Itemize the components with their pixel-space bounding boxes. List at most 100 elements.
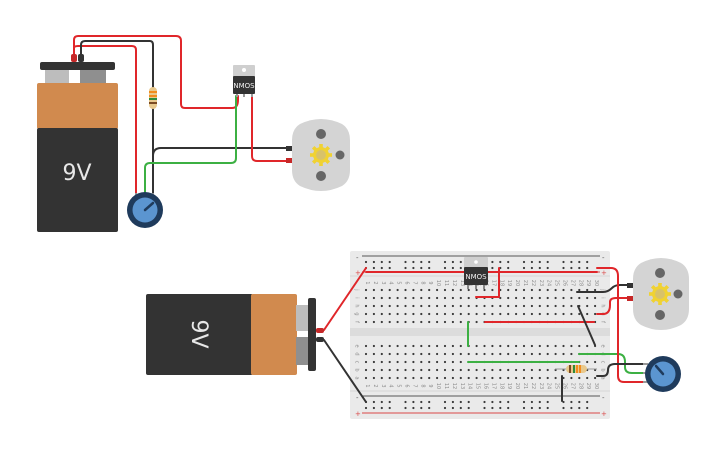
breadboard-hole[interactable]	[546, 260, 549, 264]
breadboard-hole[interactable]	[538, 288, 541, 292]
breadboard-hole[interactable]	[530, 376, 534, 380]
breadboard-hole[interactable]	[475, 344, 478, 348]
breadboard-hole[interactable]	[428, 320, 431, 324]
breadboard-hole[interactable]	[522, 376, 526, 380]
breadboard-hole[interactable]	[530, 406, 534, 410]
breadboard-hole[interactable]	[578, 296, 581, 300]
breadboard-hole[interactable]	[396, 360, 399, 364]
breadboard-hole[interactable]	[530, 260, 534, 264]
breadboard-hole[interactable]	[538, 312, 541, 316]
breadboard-hole[interactable]	[396, 304, 399, 308]
breadboard-hole[interactable]	[451, 312, 454, 316]
breadboard-hole[interactable]	[538, 352, 541, 356]
breadboard-hole[interactable]	[507, 312, 510, 316]
breadboard-hole[interactable]	[538, 266, 541, 270]
wire-black-diagonal[interactable]	[577, 305, 596, 346]
breadboard-hole[interactable]	[594, 360, 597, 364]
breadboard-hole[interactable]	[562, 304, 565, 308]
breadboard-hole[interactable]	[570, 288, 573, 292]
breadboard-hole[interactable]	[475, 368, 478, 372]
breadboard-hole[interactable]	[570, 266, 573, 270]
breadboard-hole[interactable]	[459, 344, 462, 348]
breadboard-hole[interactable]	[428, 406, 431, 410]
breadboard-hole[interactable]	[515, 312, 518, 316]
breadboard-hole[interactable]	[380, 320, 383, 324]
breadboard-hole[interactable]	[404, 368, 407, 372]
breadboard-hole[interactable]	[546, 296, 549, 300]
breadboard-hole[interactable]	[428, 376, 431, 380]
breadboard-hole[interactable]	[428, 266, 431, 270]
breadboard-hole[interactable]	[396, 312, 399, 316]
breadboard-hole[interactable]	[515, 352, 518, 356]
breadboard-hole[interactable]	[404, 312, 407, 316]
breadboard-hole[interactable]	[420, 368, 423, 372]
breadboard-hole[interactable]	[404, 360, 407, 364]
breadboard-hole[interactable]	[467, 296, 470, 300]
breadboard-hole[interactable]	[570, 400, 573, 404]
breadboard-hole[interactable]	[428, 368, 431, 372]
breadboard-hole[interactable]	[475, 320, 478, 324]
breadboard-hole[interactable]	[467, 368, 470, 372]
breadboard-hole[interactable]	[372, 288, 375, 292]
breadboard-hole[interactable]	[507, 266, 510, 270]
breadboard-hole[interactable]	[586, 344, 589, 348]
breadboard-hole[interactable]	[538, 344, 541, 348]
breadboard-hole[interactable]	[515, 376, 518, 380]
breadboard-hole[interactable]	[372, 368, 375, 372]
breadboard-hole[interactable]	[459, 368, 462, 372]
breadboard-hole[interactable]	[428, 260, 431, 264]
wire-black-battery-to-resistor[interactable]	[80, 40, 154, 89]
breadboard-hole[interactable]	[515, 288, 518, 292]
breadboard-hole[interactable]	[491, 406, 494, 410]
breadboard-hole[interactable]	[459, 266, 462, 270]
breadboard-hole[interactable]	[372, 400, 375, 404]
breadboard-hole[interactable]	[530, 368, 534, 372]
breadboard-hole[interactable]	[443, 260, 447, 264]
breadboard-hole[interactable]	[467, 312, 470, 316]
breadboard-hole[interactable]	[522, 400, 526, 404]
breadboard-hole[interactable]	[443, 312, 447, 316]
breadboard-hole[interactable]	[412, 360, 415, 364]
breadboard-hole[interactable]	[443, 304, 447, 308]
breadboard-hole[interactable]	[372, 260, 375, 264]
breadboard-hole[interactable]	[459, 304, 462, 308]
breadboard-hole[interactable]	[412, 266, 415, 270]
breadboard-hole[interactable]	[467, 406, 470, 410]
breadboard-hole[interactable]	[451, 320, 454, 324]
mosfet-top[interactable]: NMOS	[233, 65, 255, 97]
battery-top[interactable]: 9V	[37, 54, 118, 232]
breadboard-hole[interactable]	[388, 406, 391, 410]
breadboard-hole[interactable]	[396, 376, 399, 380]
breadboard-hole[interactable]	[586, 312, 589, 316]
breadboard-hole[interactable]	[491, 266, 494, 270]
breadboard-hole[interactable]	[364, 352, 368, 356]
breadboard-hole[interactable]	[388, 352, 391, 356]
breadboard-hole[interactable]	[404, 376, 407, 380]
breadboard-hole[interactable]	[522, 260, 526, 264]
breadboard-hole[interactable]	[443, 320, 447, 324]
breadboard-hole[interactable]	[507, 344, 510, 348]
breadboard-hole[interactable]	[586, 376, 589, 380]
breadboard-hole[interactable]	[538, 260, 541, 264]
breadboard-hole[interactable]	[586, 360, 589, 364]
breadboard-hole[interactable]	[499, 406, 502, 410]
breadboard-hole[interactable]	[404, 344, 407, 348]
breadboard-hole[interactable]	[483, 406, 486, 410]
breadboard-hole[interactable]	[380, 360, 383, 364]
breadboard-hole[interactable]	[451, 400, 454, 404]
breadboard-hole[interactable]	[554, 296, 557, 300]
breadboard-hole[interactable]	[483, 304, 486, 308]
breadboard-hole[interactable]	[538, 296, 541, 300]
breadboard-hole[interactable]	[522, 304, 526, 308]
breadboard-hole[interactable]	[443, 266, 447, 270]
breadboard-hole[interactable]	[515, 304, 518, 308]
breadboard-hole[interactable]	[404, 406, 407, 410]
breadboard-hole[interactable]	[388, 260, 391, 264]
breadboard-hole[interactable]	[562, 260, 565, 264]
breadboard-hole[interactable]	[562, 400, 565, 404]
breadboard-hole[interactable]	[499, 260, 502, 264]
breadboard-hole[interactable]	[443, 400, 447, 404]
breadboard-hole[interactable]	[586, 406, 589, 410]
resistor-top[interactable]	[149, 87, 157, 109]
breadboard-hole[interactable]	[443, 344, 447, 348]
